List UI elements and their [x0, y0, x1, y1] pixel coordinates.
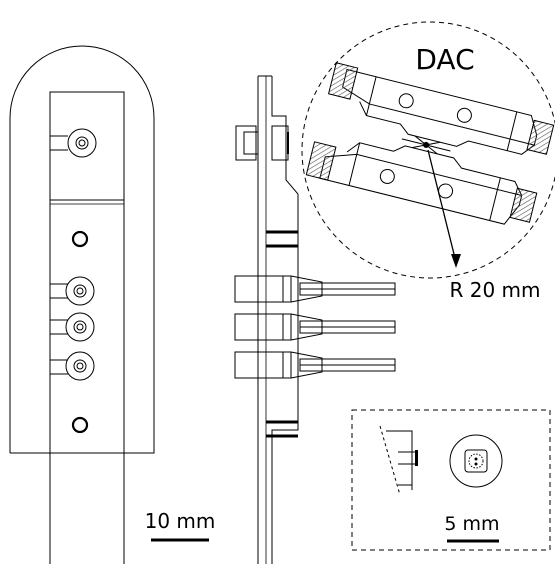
radius-arrow — [427, 149, 461, 268]
inset-border — [351, 409, 551, 551]
screw-head-4 — [50, 351, 95, 381]
dac-upper-block — [327, 62, 555, 155]
front-hole-lower — [71, 416, 89, 434]
front-inner-strip — [49, 91, 125, 454]
inset-side-view — [379, 425, 418, 496]
scale-bar-10mm: 10 mm — [145, 509, 216, 542]
dac-anvils — [305, 62, 555, 225]
front-view — [9, 45, 155, 564]
scale-bar-5mm-label: 5 mm — [444, 513, 499, 535]
dac-detail-boundary — [301, 21, 555, 279]
dac-sample-chamber — [401, 135, 451, 155]
radius-label: R 20 mm — [449, 278, 540, 302]
inset-front-view — [449, 434, 503, 488]
screw-head-3 — [50, 312, 95, 342]
scale-bar-5mm: 5 mm — [444, 513, 500, 543]
dac-detail: DAC — [301, 21, 555, 302]
side-rod-2 — [234, 313, 396, 341]
side-plate-outline — [257, 75, 299, 564]
screw-head-2 — [50, 276, 95, 306]
dac-label: DAC — [415, 43, 474, 76]
side-rod-3 — [234, 351, 396, 379]
side-rod-1 — [234, 275, 396, 303]
inset-detail: 5 mm — [351, 409, 551, 551]
screw-head-1 — [49, 128, 97, 158]
side-view — [234, 75, 396, 564]
scale-bar-10mm-label: 10 mm — [145, 509, 216, 533]
dac-lower-block — [305, 141, 538, 225]
front-hole-upper — [71, 230, 89, 248]
side-top-clamp — [235, 125, 289, 161]
